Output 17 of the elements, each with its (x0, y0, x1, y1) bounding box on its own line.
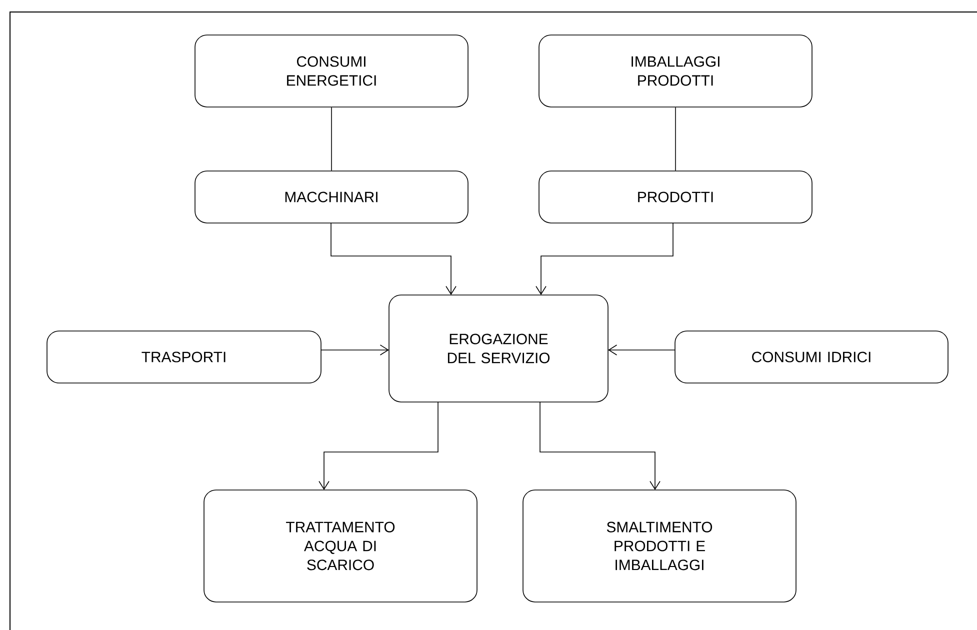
process-box: CONSUMI IDRICI (674, 330, 948, 384)
process-box: TRASPORTI (46, 330, 322, 384)
connector-line (331, 106, 332, 171)
arrow (536, 222, 674, 295)
central-box: EROGAZIONE DEL SERVIZIO (388, 294, 608, 402)
process-box: IMBALLAGGI PRODOTTI (538, 34, 812, 108)
arrow (540, 402, 660, 490)
process-box: PRODOTTI (538, 170, 812, 224)
arrow (320, 344, 389, 356)
connector-line (675, 106, 676, 171)
process-box: TRATTAMENTO ACQUA DI SCARICO (204, 490, 478, 602)
process-box: CONSUMI ENERGETICI (194, 34, 468, 108)
arrow (608, 344, 676, 356)
arrow (330, 222, 456, 295)
process-box: MACCHINARI (194, 170, 468, 224)
process-box: SMALTIMENTO PRODOTTI E IMBALLAGGI (522, 490, 796, 602)
arrow (318, 402, 438, 490)
